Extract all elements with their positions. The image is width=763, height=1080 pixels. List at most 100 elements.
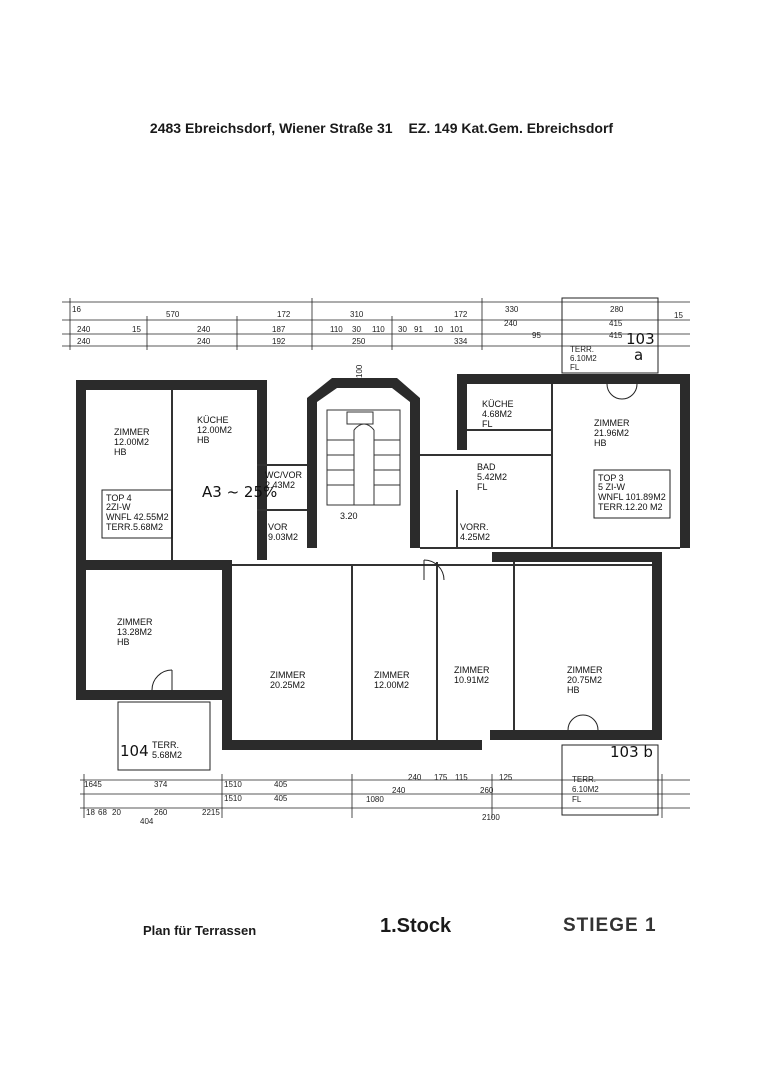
dim-b3-68: 68	[98, 808, 107, 817]
wcvor-area: 2.43M2	[265, 480, 295, 490]
dim-r2-30b: 30	[398, 325, 407, 334]
bottom-dimension-lines	[80, 774, 690, 818]
room1-code: HB	[114, 447, 127, 457]
top4-line1: TOP 4	[106, 493, 132, 503]
dim-r2-15a: 15	[132, 325, 141, 334]
dim-top-330: 330	[505, 305, 519, 314]
dim-r2-415: 415	[609, 319, 623, 328]
dim-r3-250: 250	[352, 337, 366, 346]
floor-plan: 16 570 172 310 172 330 280 15 240 15 240…	[62, 297, 690, 826]
dim-r2-30a: 30	[352, 325, 361, 334]
dim-r2-91: 91	[414, 325, 423, 334]
kitchen2-code: FL	[482, 419, 493, 429]
room4-name: ZIMMER	[374, 670, 410, 680]
kitchen2-name: KÜCHE	[482, 399, 514, 409]
terr103a-number: 103	[626, 330, 655, 348]
dim-b3-260: 260	[154, 808, 168, 817]
floor-label: 1.Stock	[380, 915, 452, 937]
dim-r3-240b: 240	[197, 337, 211, 346]
top-dimension-lines	[62, 298, 690, 350]
terr104-number: 104	[120, 742, 149, 760]
top3-line4: TERR.12.20 M2	[598, 502, 663, 512]
room6-area: 20.75M2	[567, 675, 602, 685]
bottom-dimension-labels: 1645 374 1510 405 240 175 115 125 1510 4…	[84, 773, 513, 826]
terr103a-suffix: a	[634, 346, 643, 364]
room6-name: ZIMMER	[567, 665, 603, 675]
room2-name: ZIMMER	[117, 617, 153, 627]
terr103a-label: TERR.	[570, 345, 594, 354]
staircase: 100	[326, 364, 401, 506]
top-dimension-labels: 16 570 172 310 172 330 280 15 240 15 240…	[72, 305, 683, 346]
dim-b2-1080: 1080	[366, 795, 384, 804]
terr103a-code: FL	[570, 363, 580, 372]
terrace-103b: TERR. 6.10M2 FL 103 b	[561, 743, 659, 816]
plan-header: 2483 Ebreichsdorf, Wiener Straße 31 EZ. …	[0, 120, 763, 136]
dim-b1-405: 405	[274, 780, 288, 789]
room6-code: HB	[567, 685, 580, 695]
kitchen1-code: HB	[197, 435, 210, 445]
interior-lines	[171, 384, 680, 740]
terr103a-area: 6.10M2	[570, 354, 597, 363]
dim-b3-404: 404	[140, 817, 154, 826]
stair-dim-100: 100	[355, 364, 364, 378]
dim-top-310: 310	[350, 310, 364, 319]
kitchen1-name: KÜCHE	[197, 415, 229, 425]
terr104-area: 5.68M2	[152, 750, 182, 760]
vor-small-name: VOR	[268, 522, 288, 532]
dim-top-15: 15	[674, 311, 683, 320]
dim-top-570: 570	[166, 310, 180, 319]
room2-code: HB	[117, 637, 130, 647]
dim-r2-187: 187	[272, 325, 286, 334]
dim-r3-95: 95	[532, 331, 541, 340]
dim-b3-2100: 2100	[482, 813, 500, 822]
handwritten-note: A3 ~ 25%	[202, 483, 277, 501]
top4-line3: WNFL 42.55M2	[106, 512, 169, 522]
dim-r3-334: 334	[454, 337, 468, 346]
terr103b-label: TERR.	[572, 775, 596, 784]
dim-top-16: 16	[72, 305, 81, 314]
room7-name: ZIMMER	[594, 418, 630, 428]
room5-area: 10.91M2	[454, 675, 489, 685]
dim-r3-415: 415	[609, 331, 623, 340]
dim-r2-101: 101	[450, 325, 464, 334]
bath-code: FL	[477, 482, 488, 492]
room1-name: ZIMMER	[114, 427, 150, 437]
room3-name: ZIMMER	[270, 670, 306, 680]
walls	[76, 374, 690, 750]
staircase-label: STIEGE 1	[563, 915, 657, 936]
top3-line1: TOP 3	[598, 473, 624, 483]
dim-b2-240: 240	[392, 786, 406, 795]
dim-b2-1510: 1510	[224, 794, 242, 803]
dim-b3-2215: 2215	[202, 808, 220, 817]
dim-b2-405: 405	[274, 794, 288, 803]
dim-top-172a: 172	[277, 310, 291, 319]
room4-area: 12.00M2	[374, 680, 409, 690]
dim-b1-374: 374	[154, 780, 168, 789]
room5-name: ZIMMER	[454, 665, 490, 675]
top3-line3: WNFL 101.89M2	[598, 492, 666, 502]
vorr-name: VORR.	[460, 522, 489, 532]
dim-r2-240a: 240	[77, 325, 91, 334]
dim-b1-1645: 1645	[84, 780, 102, 789]
dim-r2-10: 10	[434, 325, 443, 334]
room3-area: 20.25M2	[270, 680, 305, 690]
terrace-104: TERR. 5.68M2 104	[117, 701, 211, 771]
dim-b2-260: 260	[480, 786, 494, 795]
dim-b3-20: 20	[112, 808, 121, 817]
dim-b1-175: 175	[434, 773, 448, 782]
room7-code: HB	[594, 438, 607, 448]
dim-top-172b: 172	[454, 310, 468, 319]
terr103b-code: FL	[572, 795, 582, 804]
doors	[151, 383, 638, 731]
room1-area: 12.00M2	[114, 437, 149, 447]
terr104-label: TERR.	[152, 740, 179, 750]
dim-r2-110a: 110	[330, 325, 343, 334]
vor-small-area: 9.03M2	[268, 532, 298, 542]
dim-b1-115: 115	[455, 773, 468, 782]
stair-value: 3.20	[340, 511, 358, 521]
terrace-103a: TERR. 6.10M2 FL 103 a	[561, 297, 659, 374]
kitchen1-area: 12.00M2	[197, 425, 232, 435]
address-text: 2483 Ebreichsdorf, Wiener Straße 31	[149, 120, 393, 136]
vorr-area: 4.25M2	[460, 532, 490, 542]
top4-line2: 2ZI-W	[106, 502, 131, 512]
